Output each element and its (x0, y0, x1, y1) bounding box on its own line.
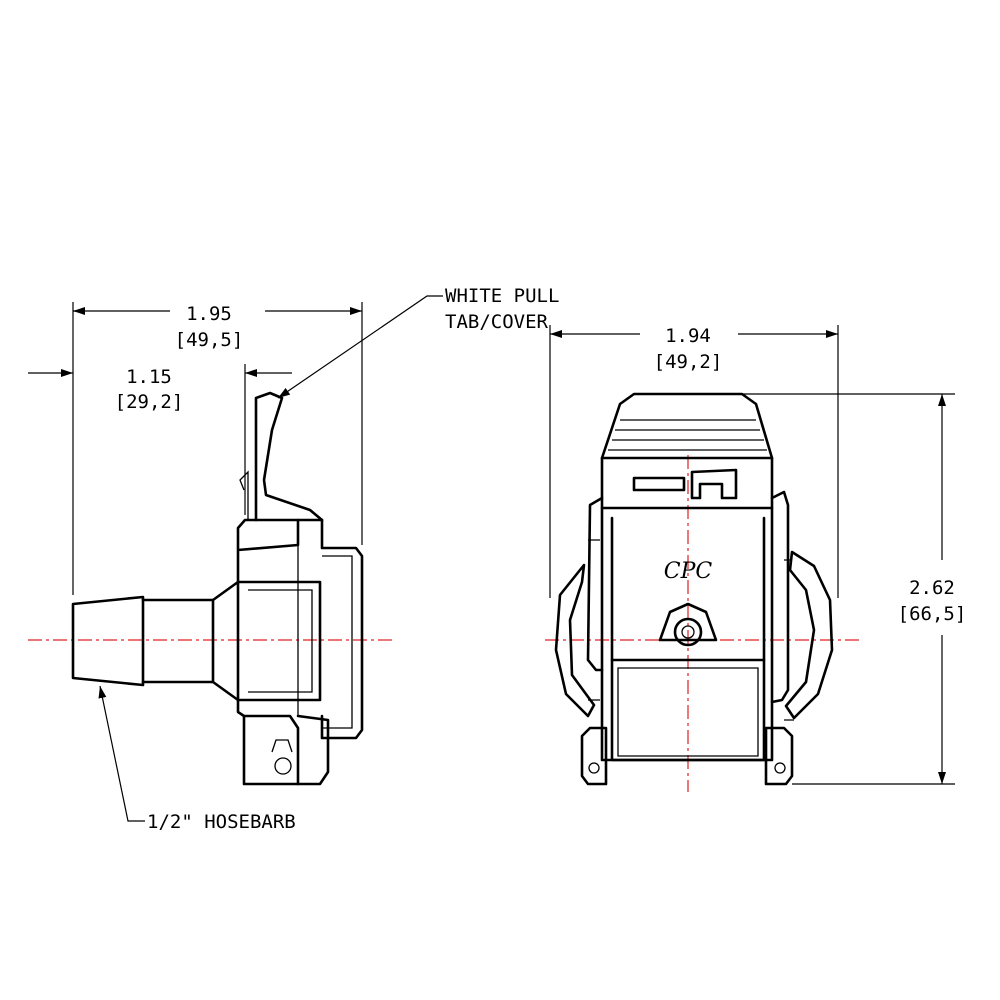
dim-front-width: 1.94 [49,2] (549, 325, 839, 598)
dim-flange-offset-inch: 1.15 (126, 366, 172, 388)
cpc-logo: CPC (664, 559, 713, 584)
coupling-body-front: CPC (554, 392, 834, 786)
dim-flange-offset: 1.15 [29,2] (28, 364, 292, 515)
side-view: 1.95 [49,5] 1.15 [29,2] WHITE PULL TAB/C… (28, 285, 559, 833)
dim-front-width-inch: 1.94 (665, 325, 711, 347)
dim-front-height-mm: [66,5] (898, 603, 967, 625)
hosebarb-part (71, 580, 240, 702)
dim-front-width-mm: [49,2] (654, 351, 723, 373)
front-view: CPC 1.94 [49,2] (545, 325, 966, 792)
dim-overall-width-inch: 1.95 (186, 303, 232, 325)
dim-overall-width-mm: [49,5] (175, 329, 244, 351)
coupling-body-side (236, 391, 364, 786)
dim-front-height: 2.62 [66,5] (742, 393, 967, 785)
callout-tab-line1: WHITE PULL (445, 285, 559, 307)
dim-flange-offset-mm: [29,2] (115, 391, 184, 413)
callout-barb-label: 1/2" HOSEBARB (147, 811, 296, 833)
callout-hosebarb: 1/2" HOSEBARB (98, 685, 296, 833)
callout-pull-tab: WHITE PULL TAB/COVER (277, 285, 559, 399)
dim-front-height-inch: 2.62 (909, 577, 955, 599)
callout-tab-line2: TAB/COVER (445, 311, 549, 333)
dim-overall-width: 1.95 [49,5] (72, 302, 363, 595)
